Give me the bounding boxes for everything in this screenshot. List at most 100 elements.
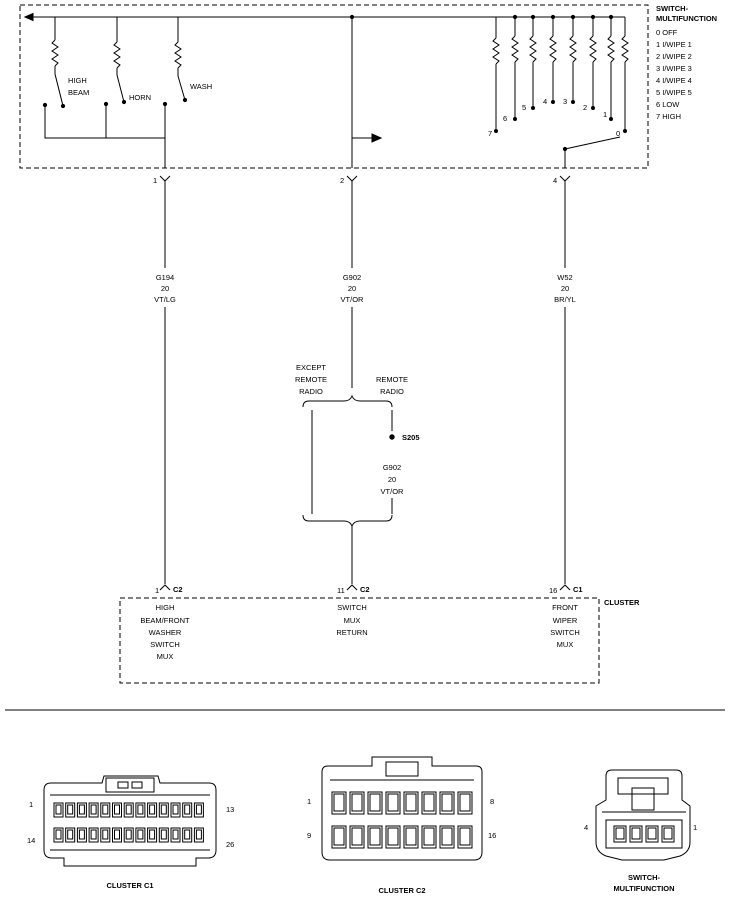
c1-terminal-grid	[53, 802, 204, 843]
c1-cavity	[182, 802, 193, 818]
wire-labels: 1 2 4 G194 20 VT/LG G902 20 VT/OR W52 20…	[153, 176, 576, 496]
c2-cavity-contact	[369, 793, 381, 812]
switch-position-1: 1 I/WIPE 1	[656, 40, 692, 49]
contact-number-4: 4	[543, 97, 547, 106]
connector-cluster-c2-labels: 1 8 9 16 CLUSTER C2	[307, 797, 496, 895]
c1-cavity-contact	[172, 804, 179, 815]
c2-cavity-contact	[351, 793, 363, 812]
c2-cavity-contact	[441, 793, 453, 812]
mf-pin-4-label: 4	[584, 823, 588, 832]
switch-position-0: 0 OFF	[656, 28, 678, 37]
wire-mid-color: VT/OR	[341, 295, 365, 304]
switch-title-line1: SWITCH-	[656, 4, 689, 13]
cluster-conn-left: C2	[173, 585, 183, 594]
c2-cavity-contact	[459, 793, 471, 812]
c1-cavity	[193, 827, 204, 843]
c1-cavity-contact	[90, 829, 97, 840]
switch-position-7: 7 HIGH	[656, 112, 681, 121]
c2-cavity	[439, 791, 455, 815]
c2-title: CLUSTER C2	[378, 886, 425, 895]
mf-cavity-contact	[663, 827, 673, 840]
c2-cavity	[385, 791, 401, 815]
c2-terminal-grid	[331, 791, 473, 849]
c1-pin-14-label: 14	[27, 836, 35, 845]
cluster-mid-line1: SWITCH	[337, 603, 367, 612]
pin-1-label: 1	[153, 176, 157, 185]
c1-cavity	[112, 802, 122, 818]
resistor-high-beam-icon	[51, 39, 59, 67]
wire-left-circuit: G194	[156, 273, 174, 282]
c1-cavity	[112, 827, 122, 843]
mf-cavity-contact	[615, 827, 625, 840]
cluster-dashed-outline	[119, 597, 600, 684]
bus-arrow-left-icon	[23, 12, 34, 22]
wire-right-color: BR/YL	[554, 295, 576, 304]
wiper-selector-arm	[564, 136, 621, 150]
c1-cavity	[65, 827, 76, 843]
c1-cavity-contact	[125, 829, 132, 840]
c1-cavity-contact	[137, 829, 144, 840]
c1-cavity-contact	[184, 829, 191, 840]
wire-left-gauge: 20	[161, 284, 169, 293]
cluster-left-line1: HIGH	[156, 603, 175, 612]
switch-title-line2: MULTIFUNCTION	[656, 14, 717, 23]
splice-wire-color: VT/OR	[381, 487, 405, 496]
branch-bottom-brace	[302, 514, 393, 528]
c2-cavity-contact	[423, 793, 435, 812]
c2-pin-1-label: 1	[307, 797, 311, 806]
c1-cavity	[158, 802, 169, 818]
contact-number-5: 5	[522, 103, 526, 112]
c2-cavity	[421, 825, 437, 849]
c1-cavity	[88, 827, 99, 843]
c1-cavity-contact	[78, 804, 85, 815]
cluster-mid-line3: RETURN	[336, 628, 367, 637]
pin-2-label: 2	[340, 176, 344, 185]
switch-labels: SWITCH- MULTIFUNCTION 0 OFF 1 I/WIPE 1 2…	[68, 4, 717, 138]
c1-cavity	[158, 827, 169, 843]
c1-cavity	[53, 802, 64, 818]
mf-cavity	[613, 825, 627, 843]
switch-position-2: 2 I/WIPE 2	[656, 52, 692, 61]
c1-cavity-contact	[67, 804, 74, 815]
c2-cavity-contact	[405, 793, 417, 812]
c1-cavity-contact	[137, 804, 144, 815]
cluster-label: CLUSTER	[604, 598, 640, 607]
wire-right-circuit: W52	[557, 273, 572, 282]
c2-cavity-contact	[333, 793, 345, 812]
c1-cavity-contact	[102, 804, 109, 815]
resistor-wash-icon	[174, 41, 182, 69]
cluster: CLUSTER 1 C2 11 C2 16 C1 HIGH BEAM/FRONT…	[119, 585, 640, 684]
cluster-pin-right: 16	[549, 586, 557, 595]
c1-cavity-contact	[67, 829, 74, 840]
cluster-pin-mid: 11	[337, 586, 345, 595]
mf-terminal-row	[613, 825, 675, 843]
contact-number-7: 7	[488, 129, 492, 138]
wire-mid-gauge: 20	[348, 284, 356, 293]
c2-pin-9-label: 9	[307, 831, 311, 840]
c2-cavity-contact	[369, 827, 381, 846]
c1-cavity	[135, 827, 146, 843]
mf-cavity-contact	[647, 827, 657, 840]
c2-latch	[385, 761, 419, 777]
c1-pin-13-label: 13	[226, 805, 234, 814]
pin-2-chevron-icon	[346, 175, 358, 182]
branch-except-line2: REMOTE	[295, 375, 327, 384]
c2-cavity-contact	[423, 827, 435, 846]
cluster-pin-11-chevron-icon	[346, 584, 358, 591]
switch-position-3: 3 I/WIPE 3	[656, 64, 692, 73]
c1-cavity	[53, 827, 64, 843]
contact-number-2: 2	[583, 103, 587, 112]
cluster-left-line3: WASHER	[149, 628, 182, 637]
c1-cavity	[170, 827, 181, 843]
cluster-left-line2: BEAM/FRONT	[140, 616, 190, 625]
c2-cavity	[439, 825, 455, 849]
c1-cavity	[123, 802, 134, 818]
c1-cavity	[170, 802, 181, 818]
cluster-pin-left: 1	[155, 586, 159, 595]
c1-cavity-contact	[114, 804, 120, 815]
c1-cavity-contact	[78, 829, 85, 840]
c2-cavity	[367, 791, 383, 815]
wires	[159, 175, 571, 591]
branch-remote-line2: RADIO	[380, 387, 404, 396]
switch-position-4: 4 I/WIPE 4	[656, 76, 692, 85]
